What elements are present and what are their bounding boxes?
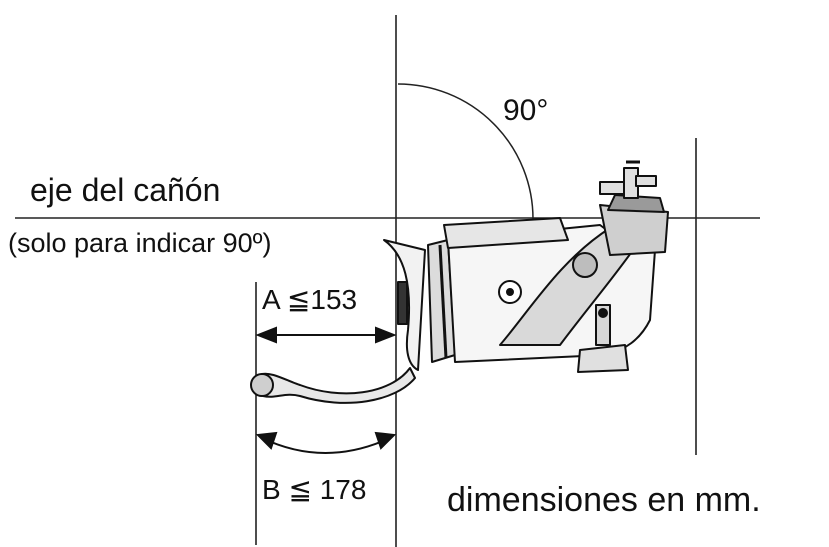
top-block [443,217,569,249]
dimension-a-arrow [255,326,397,344]
dimension-b-label: B ≦ 178 [262,474,367,505]
dimension-b-arrow [255,431,397,454]
units-label: dimensiones en mm. [447,481,761,519]
axis-note-label: (solo para indicar 90º) [8,228,272,258]
lever-handle [252,367,416,404]
front-plate [383,239,426,371]
angle-label: 90° [503,94,549,127]
lower-mount [577,344,629,373]
breech-tool-illustration [250,160,669,404]
dimension-a-label: A ≦153 [262,284,358,315]
angle-arc [397,83,534,220]
axis-label: eje del cañón [30,172,221,208]
